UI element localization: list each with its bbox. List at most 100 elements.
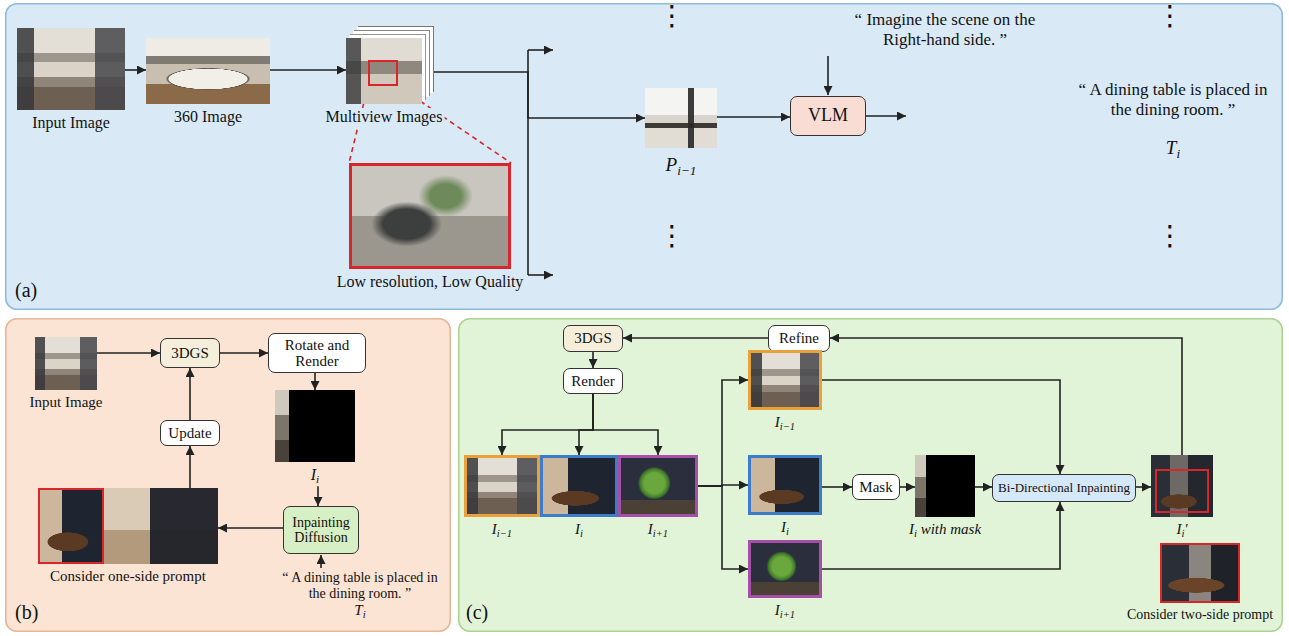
prompt-arrow <box>827 56 829 95</box>
image-node: Multiview Images <box>346 38 422 126</box>
flow-arrow <box>1136 486 1151 488</box>
box-label: Bi-Directional Inpainting <box>998 481 1130 495</box>
panel-label: (a) <box>15 279 37 302</box>
annotation-text: ⋮ <box>657 222 687 250</box>
image-node: Pi−1 <box>645 88 717 178</box>
flow-arrow <box>317 486 319 506</box>
box-label: Mask <box>859 479 892 496</box>
label-anchor: ⋮ <box>1155 2 1185 30</box>
flow-arrow <box>189 368 191 420</box>
label-anchor: ⋮ <box>1155 222 1185 250</box>
image-node: Ii <box>275 390 355 486</box>
scene-image <box>618 455 698 517</box>
flow-arrow <box>822 380 1060 474</box>
subscript: i <box>1181 528 1184 539</box>
image-node: Ii <box>748 455 822 538</box>
annotation-text: ⋮ <box>657 2 687 30</box>
scene-image <box>349 163 511 269</box>
subscript: i+1 <box>780 609 795 620</box>
label-anchor: “ A dining table is placed in the dining… <box>273 570 448 602</box>
scene-image <box>748 455 822 515</box>
image-caption: Input Image <box>28 394 105 411</box>
flow-arrow <box>698 486 748 569</box>
subscript: i−1 <box>780 421 795 432</box>
image-node: Input Image <box>17 28 125 132</box>
flow-arrow <box>900 486 915 488</box>
output-arrow <box>866 115 906 117</box>
box-label: Render <box>571 373 614 390</box>
scene-image <box>915 455 975 517</box>
image-caption: Ii−1 <box>490 521 514 540</box>
scene-image <box>1160 543 1240 603</box>
flow-arrow <box>623 337 768 339</box>
zoom-marker <box>1155 469 1209 513</box>
subscript: i <box>316 473 319 485</box>
label-anchor: “ A dining table is placed in the dining… <box>1071 80 1276 119</box>
subscript: i <box>1176 146 1180 161</box>
flow-arrow <box>314 373 316 390</box>
scene-image <box>38 488 218 564</box>
prompt-arrow <box>320 555 322 568</box>
process-box: Inpainting Diffusion <box>283 506 359 554</box>
subscript: i <box>786 526 789 537</box>
box-label: VLM <box>808 106 848 126</box>
stage-panel: (a)Input Image360 ImageMultiview ImagesL… <box>5 3 1283 310</box>
process-box: Refine <box>768 325 830 352</box>
scene-image <box>645 88 717 148</box>
image-node: Ii with mask <box>915 455 975 540</box>
annotation-text: “ A dining table is placed in the dining… <box>273 570 448 602</box>
zoom-inset <box>38 488 104 564</box>
scene-image <box>748 540 822 598</box>
stage-panel: (c)3DGSRefineRenderIi−1IiIi+1Ii−1IiIi+1M… <box>458 318 1283 632</box>
process-box: VLM <box>790 96 866 136</box>
scene-image <box>146 38 270 104</box>
flow-arrow <box>270 69 346 71</box>
flow-arrow <box>822 486 852 488</box>
image-caption: 360 Image <box>172 108 244 126</box>
image-caption: Multiview Images <box>324 108 445 126</box>
scene-image <box>346 38 422 104</box>
image-node: Ii−1 <box>748 350 822 433</box>
zoom-marker <box>368 60 398 86</box>
flow-arrow <box>125 69 146 71</box>
branch-arrow <box>528 49 553 51</box>
flow-arrow <box>218 527 283 529</box>
subscript: i+1 <box>653 528 668 539</box>
image-caption: Ii+1 <box>646 521 670 540</box>
subscript: i−1 <box>497 528 512 539</box>
image-node: Ii+1 <box>618 455 698 540</box>
label-anchor: ⋮ <box>657 222 687 250</box>
image-node: Input Image <box>35 337 97 411</box>
process-box: Render <box>563 368 623 394</box>
branch-arrow <box>528 274 553 276</box>
image-caption: Ii+1 <box>773 602 797 621</box>
flow-arrow <box>822 502 1060 569</box>
flow-arrow <box>220 352 268 354</box>
box-label: 3DGS <box>171 345 209 362</box>
zoom-leader <box>349 86 368 163</box>
image-caption: Input Image <box>30 114 112 132</box>
flow-arrow <box>502 394 593 455</box>
label-anchor: “ Imagine the scene on the Right-hand si… <box>845 10 1045 49</box>
flow-arrow <box>579 394 593 455</box>
box-label: 3DGS <box>574 330 612 347</box>
process-box: Rotate and Render <box>268 333 366 373</box>
panel-label: (b) <box>15 601 38 624</box>
process-box: Bi-Directional Inpainting <box>992 474 1136 502</box>
image-caption: Ii with mask <box>907 521 983 540</box>
annotation-text: Ti <box>1153 137 1193 161</box>
flow-arrow <box>717 116 790 118</box>
image-caption: Ii <box>573 521 585 540</box>
subscript: i−1 <box>677 163 696 178</box>
panel-label: (c) <box>466 601 488 624</box>
image-node: Ii−1 <box>464 455 540 540</box>
subscript: i <box>363 609 366 620</box>
image-node: Consider one-side prompt <box>38 488 218 585</box>
flow-arrow <box>422 72 645 118</box>
box-label: Refine <box>779 330 819 347</box>
scene-image <box>17 28 125 110</box>
process-box: 3DGS <box>160 338 220 368</box>
flow-arrow <box>830 338 1182 455</box>
process-box: Update <box>160 420 220 446</box>
